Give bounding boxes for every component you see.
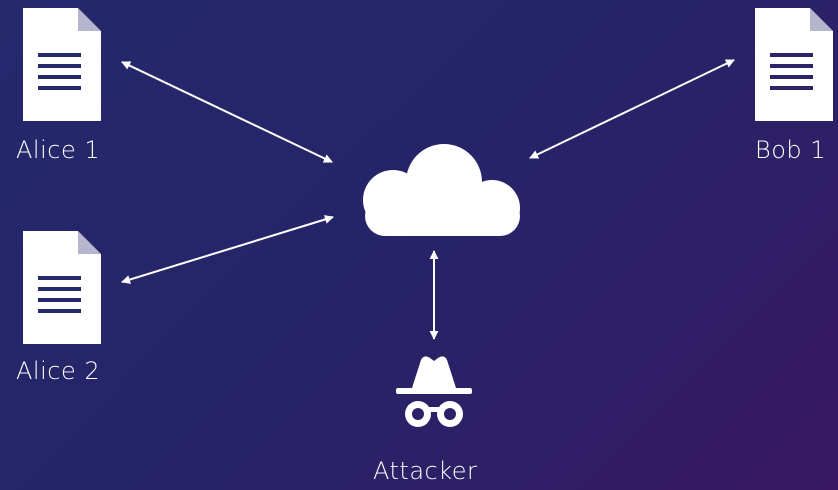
edges [121,59,735,340]
alice-2-label: Alice 2 [16,357,101,385]
bob-1-label: Bob 1 [755,136,827,164]
document-icon [23,231,101,344]
document-icon [755,8,833,121]
incognito-icon [396,356,472,427]
attacker-label: Attacker [373,457,478,485]
edge-bob1-cloud [529,59,735,159]
alice-1-label: Alice 1 [16,136,101,164]
cloud-icon [363,144,520,236]
edge-alice2-cloud [121,215,334,284]
edge-alice1-cloud [121,61,333,163]
document-icon [23,8,101,121]
